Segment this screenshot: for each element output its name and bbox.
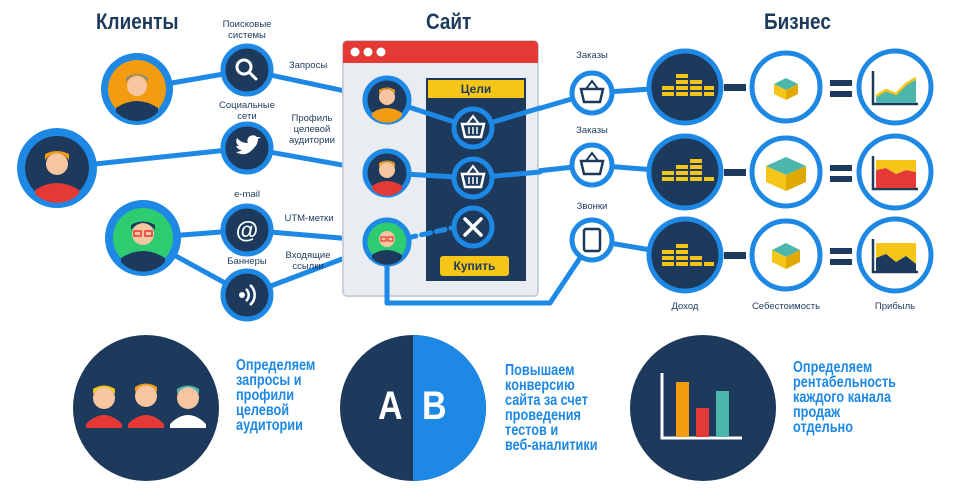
client-avatar-3 [105,200,181,276]
close-icon [451,205,495,249]
person-icon [86,385,122,428]
clients-heading: Клиенты [96,9,179,34]
email-at-icon: @ [220,203,274,257]
person-icon [170,385,206,428]
queries-label: Запросы [288,60,328,71]
window-dot-icon [363,47,373,57]
basket-icon [451,106,495,150]
person-icon [128,383,164,428]
orders-label-2: Заказы [576,125,608,136]
banner-broadcast-icon [220,268,274,322]
ab-letter-a: A [378,384,403,428]
goals-title: Цели [428,80,524,98]
box-icon [749,135,823,209]
utm-label: UTM-метки [284,213,334,224]
business-heading: Бизнес [764,9,831,34]
loss-chart-icon [856,133,934,211]
client-avatar-1 [101,53,173,125]
cost-label: Себестоимость [751,301,821,312]
client-avatar-2 [17,128,97,208]
coins-icon [646,48,724,126]
search-icon [220,43,274,97]
bar-chart-circle [630,335,776,481]
box-icon [749,50,823,124]
svg-text:@: @ [236,217,258,243]
mixed-chart-icon [856,216,934,294]
dash-connector-icon [724,84,746,259]
email-label: e-mail [234,189,260,200]
ab-test-circle [340,335,486,481]
site-visitor-avatar-1 [362,75,412,125]
window-dot-icon [376,47,386,57]
buy-button[interactable]: Купить [440,256,509,276]
profit-chart-icon [856,48,934,126]
ab-letter-b: B [422,384,447,428]
site-heading: Сайт [426,9,472,34]
box-icon [749,218,823,292]
basket-icon [569,142,615,188]
basket-icon [569,70,615,116]
tablet-icon [569,217,615,263]
basket-icon [451,156,495,200]
orders-label-1: Заказы [576,50,608,61]
income-label: Доход [671,301,699,312]
coins-icon [646,133,724,211]
audience-circle [73,335,219,481]
site-visitor-avatar-3 [362,217,412,267]
coins-icon [646,216,724,294]
site-visitor-avatar-2 [362,148,412,198]
profit-label: Прибыль [874,301,916,312]
twitter-icon [220,121,274,175]
calls-label: Звонки [576,201,608,212]
banners-label: Баннеры [227,256,267,267]
window-dot-icon [350,47,360,57]
equals-icon [830,80,852,265]
